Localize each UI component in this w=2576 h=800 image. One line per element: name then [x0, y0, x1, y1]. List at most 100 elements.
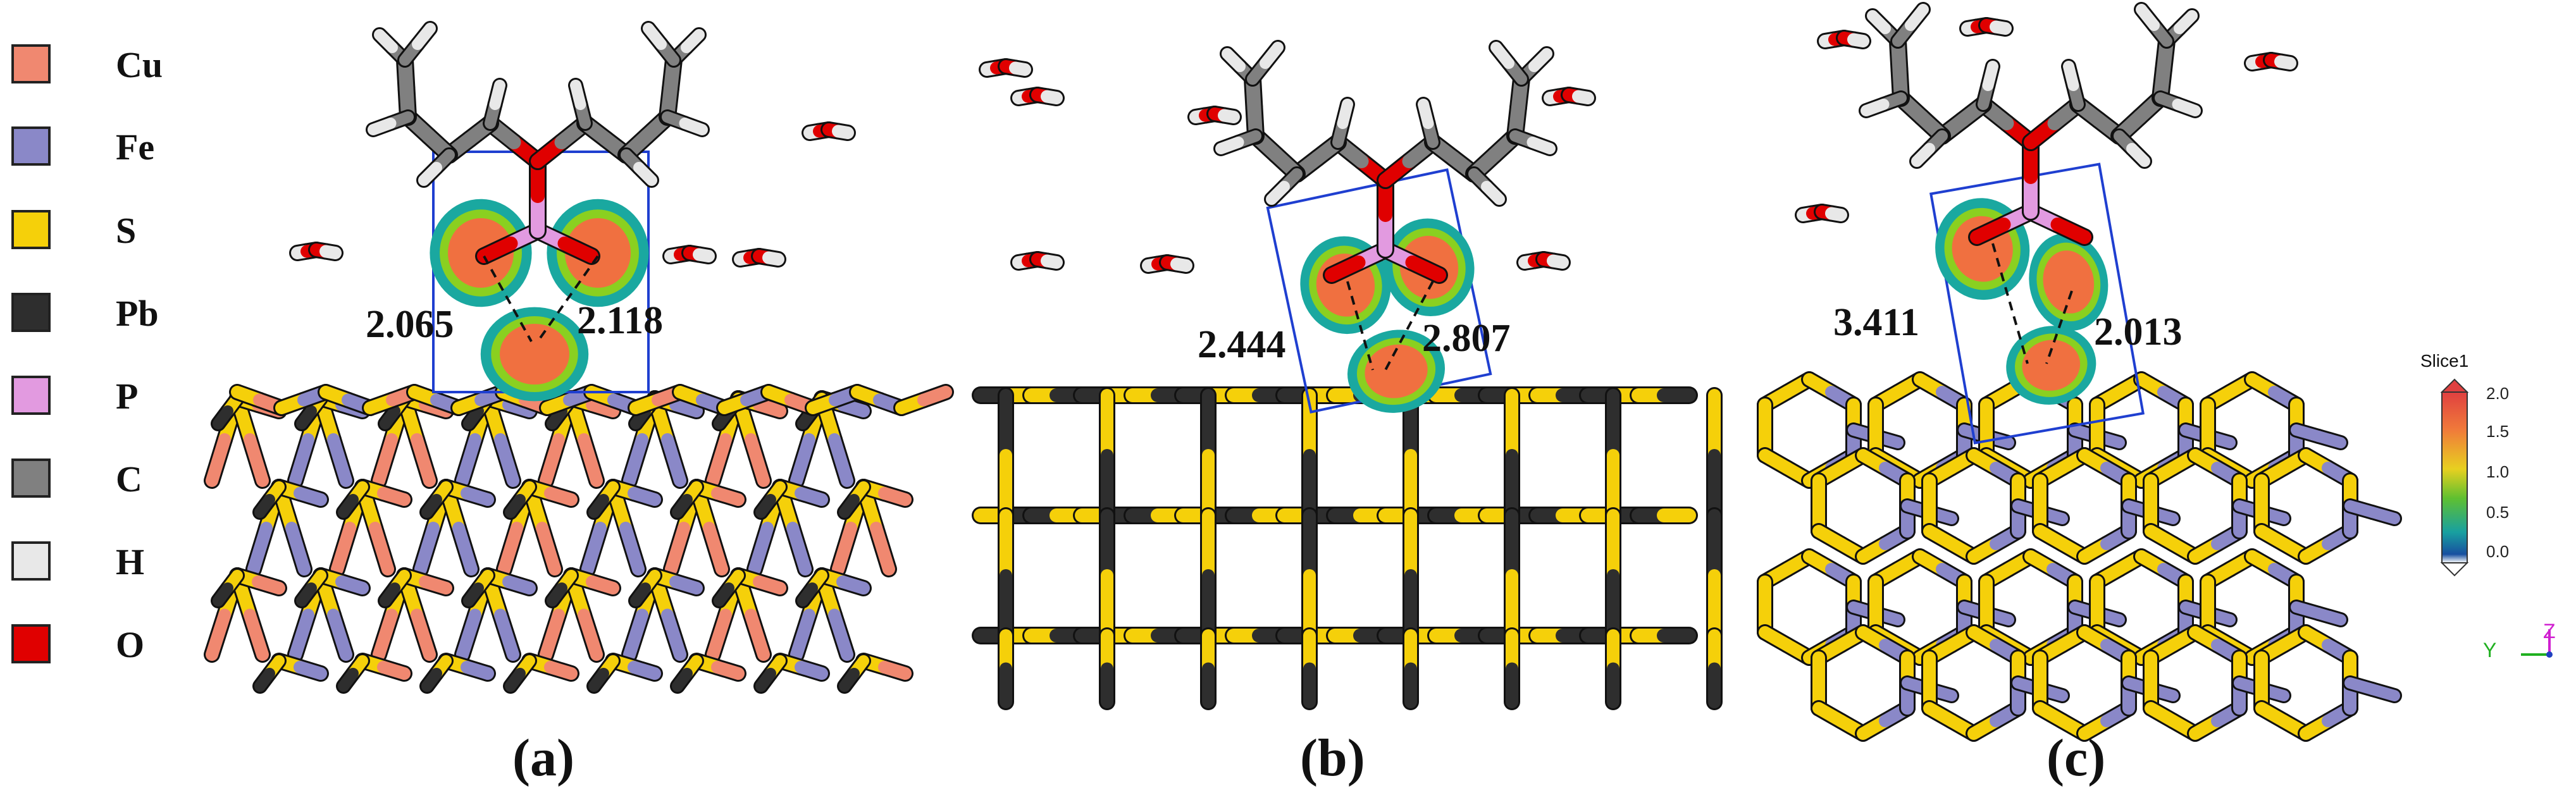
bond-half — [828, 433, 853, 487]
colorbar-tick: 0.0 — [2486, 542, 2510, 561]
bond-half — [289, 433, 314, 487]
bond-half — [755, 668, 776, 692]
legend-label: P — [116, 376, 139, 417]
c-h-bond — [1330, 97, 1355, 150]
lattice-bond — [837, 479, 871, 520]
lattice-bond — [730, 567, 788, 596]
bond-half — [540, 608, 565, 661]
c-h-bond — [1466, 166, 1507, 207]
bond-half — [586, 575, 619, 594]
water-bond — [308, 242, 344, 261]
bond-half — [836, 575, 870, 594]
bond-half — [494, 433, 519, 487]
bond-half — [1911, 143, 1935, 167]
bond-half — [1266, 181, 1290, 205]
water-bond — [1978, 17, 2014, 37]
bond-half — [588, 668, 609, 692]
lattice-bond — [545, 568, 579, 608]
lattice-bond — [419, 479, 454, 520]
colorbar-bottom-arrow — [2440, 562, 2469, 577]
bond-half — [1418, 99, 1434, 129]
colorbar-tick: 1.0 — [2486, 462, 2510, 481]
lattice-bond — [670, 479, 704, 520]
lattice-bond — [837, 653, 871, 694]
bond-dash-lines — [483, 243, 2073, 371]
bond-half — [1547, 254, 1569, 269]
bond-half — [377, 487, 411, 506]
c-c-bond — [1889, 32, 1910, 107]
water-molecules — [289, 17, 2298, 274]
axis-triad — [2521, 629, 2553, 658]
lattice-bond — [2289, 422, 2348, 450]
h-swatch — [11, 541, 51, 581]
bond-half — [1260, 42, 1284, 69]
bond-half — [294, 661, 327, 680]
bond-half — [839, 668, 860, 692]
bond-half — [790, 433, 815, 487]
lattice-bond — [814, 390, 855, 489]
bond-half — [2367, 684, 2400, 701]
o-c-bond — [481, 114, 547, 170]
bond-half — [828, 608, 853, 661]
bond-half — [489, 80, 505, 110]
c-h-bond — [2153, 90, 2203, 118]
bond-half — [1847, 33, 1869, 47]
c-h-bond — [1976, 59, 2000, 112]
o-c-bond — [2022, 95, 2087, 151]
bond-half — [463, 582, 484, 606]
bond-half — [870, 522, 895, 575]
bond-half — [623, 433, 648, 487]
legend-item-o: O — [11, 624, 201, 666]
bond-half — [1218, 109, 1240, 123]
lattice-bond — [461, 568, 495, 608]
legend-item-c: C — [11, 458, 201, 500]
adsorbate-molecule-c — [1859, 2, 2203, 246]
coordination-dash — [1346, 281, 1374, 371]
bond-half — [2172, 99, 2201, 116]
surface-bond — [406, 384, 467, 416]
bond-label-a-right: 2.118 — [577, 299, 664, 342]
c-h-bond — [619, 147, 659, 188]
water-bond — [1159, 254, 1194, 274]
adsorbate-molecule-b — [1213, 40, 1557, 284]
lattice-bond — [419, 653, 454, 694]
bond-half — [917, 386, 952, 407]
adsorbate-molecules — [366, 2, 2203, 284]
legend-label: C — [116, 458, 142, 500]
water-bond — [1029, 87, 1065, 106]
y-axis-label: Y — [2483, 639, 2497, 662]
bond-half — [711, 487, 745, 506]
bond-label-a-left: 2.065 — [366, 303, 454, 346]
bond-half — [498, 522, 523, 575]
bond-half — [1337, 99, 1353, 129]
bond-half — [463, 405, 484, 429]
bond-half — [213, 405, 233, 429]
lattice-bond — [252, 653, 287, 694]
lattice-bond — [2298, 700, 2358, 742]
bond-half — [412, 23, 436, 50]
bond-half — [1490, 42, 1514, 69]
x-axis-dot — [2546, 651, 2553, 658]
c-h-bond — [1264, 166, 1304, 207]
panel-label-b: (b) — [1300, 729, 1365, 787]
water-bond — [1836, 30, 1871, 49]
bond-half — [669, 398, 703, 417]
bond-half — [762, 251, 784, 266]
bond-half — [586, 398, 619, 417]
bond-half — [327, 433, 352, 487]
panel-label-c: (c) — [2047, 729, 2106, 787]
bond-half — [374, 29, 398, 53]
bond-label-c-left: 3.411 — [1833, 301, 1920, 344]
bond-half — [672, 494, 693, 518]
lattice-bond — [313, 567, 354, 663]
bond-half — [711, 661, 745, 680]
bond-half — [786, 522, 812, 575]
bond-half — [1405, 255, 1446, 282]
c-h-bond — [1245, 40, 1285, 87]
bond-half — [790, 608, 815, 661]
p-o-bond — [2022, 203, 2093, 246]
c-h-bond — [2112, 128, 2152, 169]
bond-half — [206, 433, 231, 487]
colorbar: Slice1 2.0 1.5 1.0 0.5 0.0 — [2418, 351, 2557, 579]
bond-half — [254, 494, 275, 518]
